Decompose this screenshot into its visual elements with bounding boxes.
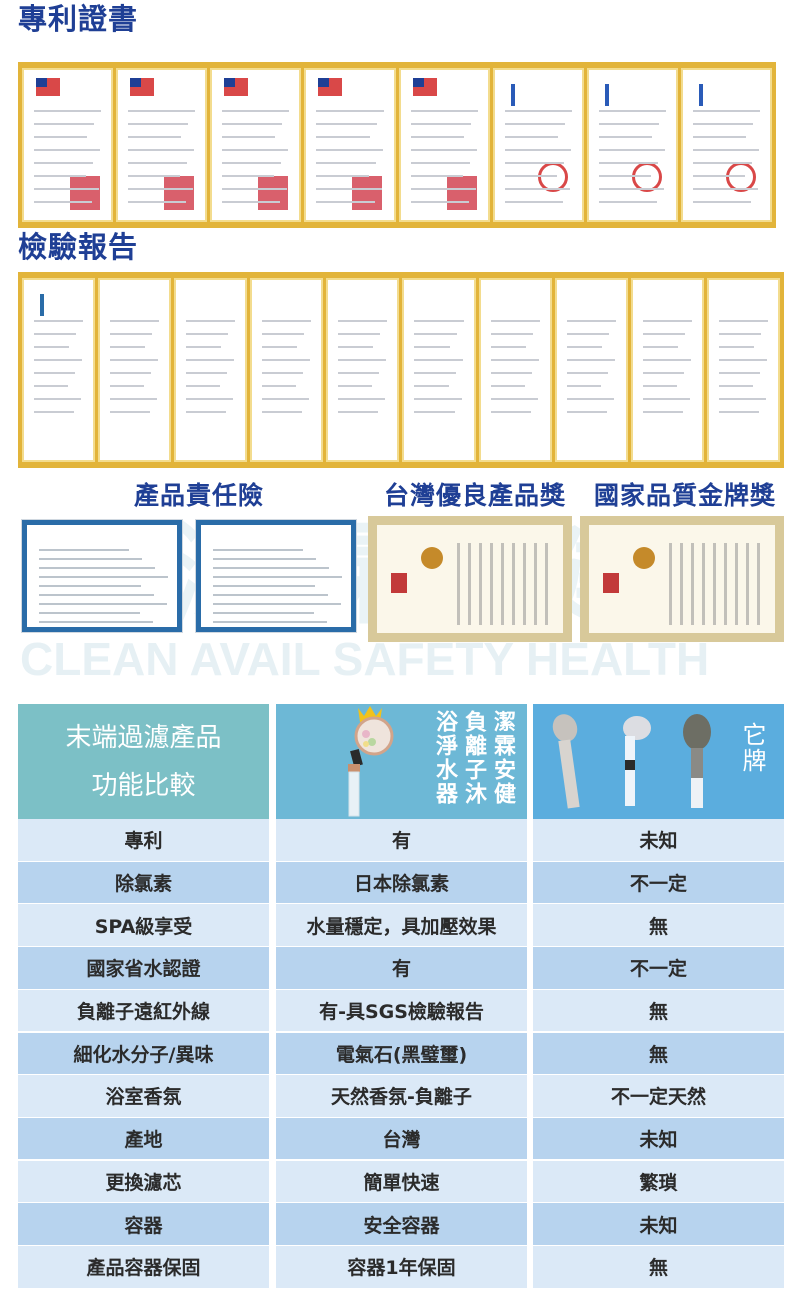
cell-others: 不一定 [533,947,784,989]
cell-others: 無 [533,1246,784,1288]
patent-document [398,68,490,222]
insurance-docs [21,519,357,633]
patent-document [304,68,396,222]
cell-feature: 產地 [18,1117,269,1160]
patent-document [492,68,584,222]
cell-others: 未知 [533,1203,784,1245]
cell-others: 繁瑣 [533,1160,784,1203]
cell-ours: 有-具SGS檢驗報告 [276,989,527,1032]
cell-ours: 天然香氛-負離子 [276,1075,527,1117]
taiwan-award-certificate [368,516,572,642]
patent-document [586,68,678,222]
cell-feature: 容器 [18,1203,269,1245]
cell-others: 不一定 [533,861,784,904]
cell-ours: 容器1年保固 [276,1246,527,1288]
insurance-certificate [195,519,357,633]
patent-title: 專利證書 [18,2,139,36]
report-document [326,278,400,462]
report-document [630,278,704,462]
report-title: 檢驗報告 [18,230,139,264]
header-title-line2: 功能比較 [91,770,196,801]
test-reports [18,272,784,468]
cell-others: 未知 [533,819,784,861]
report-document [478,278,552,462]
report-document [98,278,172,462]
cell-others: 不一定天然 [533,1075,784,1117]
cell-ours: 電氣石(黑璧璽) [276,1032,527,1074]
report-document [250,278,324,462]
other-brand-label: 它牌 [738,722,766,774]
patent-document [210,68,302,222]
patent-document [22,68,114,222]
table-header-others: 它牌 [533,704,784,819]
insurance-title: 產品責任險 [134,481,265,510]
cell-feature: SPA級享受 [18,904,269,946]
cell-ours: 台灣 [276,1117,527,1160]
cell-others: 無 [533,989,784,1032]
cell-ours: 有 [276,947,527,989]
cell-others: 無 [533,904,784,946]
patent-document [680,68,772,222]
cell-others: 未知 [533,1117,784,1160]
watermark-en: CLEAN AVAIL SAFETY HEALTH [20,633,710,685]
report-document [706,278,780,462]
report-document [22,278,96,462]
cell-others: 無 [533,1032,784,1074]
cell-feature: 產品容器保固 [18,1246,269,1288]
cell-ours: 水量穩定，具加壓效果 [276,904,527,946]
cell-ours: 安全容器 [276,1203,527,1245]
table-header-title: 末端過濾產品 功能比較 [18,704,269,819]
patent-certificates [18,62,776,228]
header-title-line1: 末端過濾產品 [65,722,222,753]
cell-ours: 有 [276,819,527,861]
insurance-certificate [21,519,183,633]
report-document [174,278,248,462]
award-docs [368,516,784,642]
brand-shower-head-icon [348,706,394,817]
cell-feature: 除氯素 [18,861,269,904]
cell-feature: 更換濾芯 [18,1160,269,1203]
cell-feature: 國家省水認證 [18,947,269,989]
gold-award-title: 國家品質金牌獎 [594,481,777,510]
gold-award-certificate [580,516,784,642]
cell-feature: 專利 [18,819,269,861]
report-document [402,278,476,462]
patent-document [116,68,208,222]
cell-feature: 浴室香氛 [18,1075,269,1117]
cell-ours: 簡單快速 [276,1160,527,1203]
other-shower-heads-icon [552,714,711,809]
cell-feature: 細化水分子/異味 [18,1032,269,1074]
brand-name-vertical: 潔霖安健負離子沐浴淨水器 [432,710,515,806]
table-header-brand: 潔霖安健負離子沐浴淨水器 [276,704,527,819]
cell-ours: 日本除氯素 [276,861,527,904]
cell-feature: 負離子遠紅外線 [18,989,269,1032]
report-document [554,278,628,462]
taiwan-award-title: 台灣優良產品獎 [384,481,567,510]
